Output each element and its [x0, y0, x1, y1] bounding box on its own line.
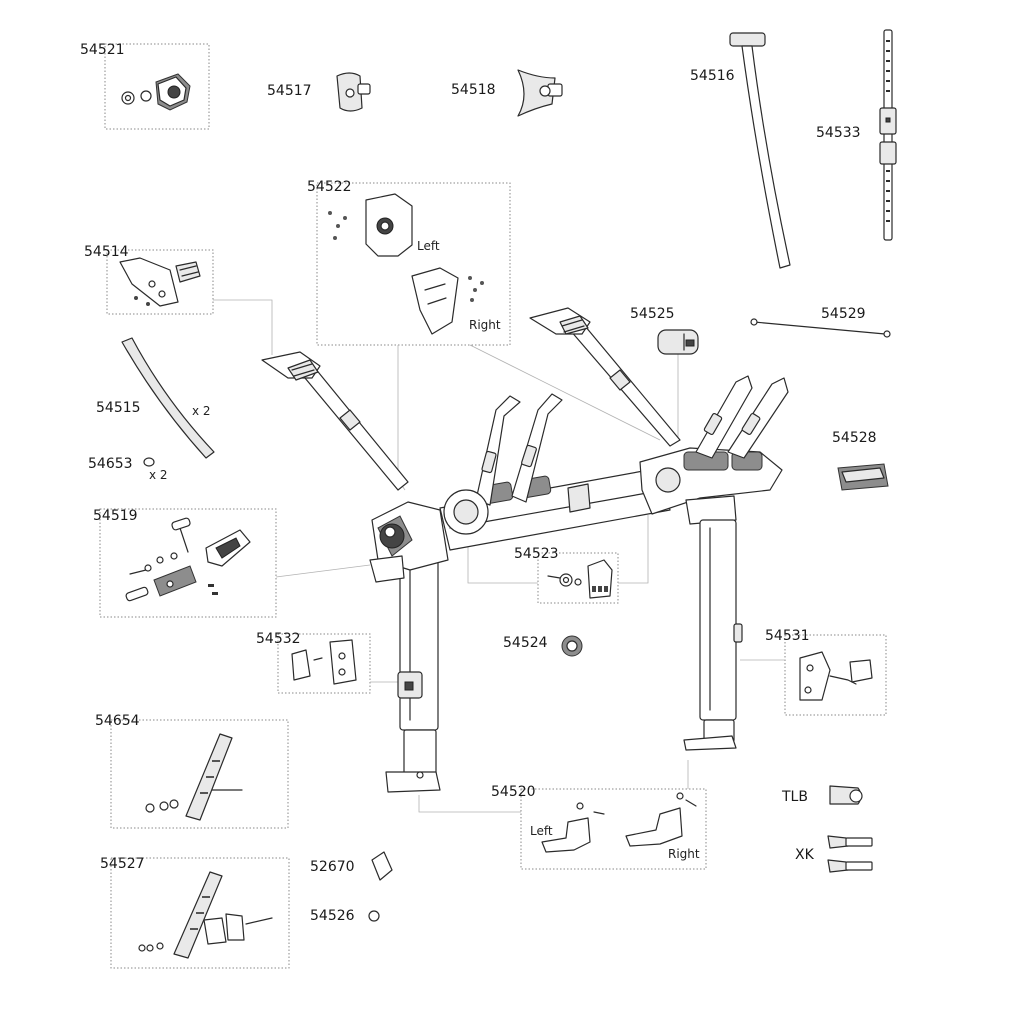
label-54520: 54520: [491, 784, 536, 800]
label-54516: 54516: [690, 68, 735, 84]
part-54520-feet: [541, 792, 697, 853]
box-54514: [106, 249, 214, 315]
part-54529-rod: [750, 318, 891, 338]
part-54531-kit: [799, 651, 873, 701]
label-54525: 54525: [630, 306, 675, 322]
part-54523-kit: [547, 559, 613, 599]
label-54527: 54527: [100, 856, 145, 872]
part-54515-strap: [121, 337, 215, 459]
label-54520-left: Left: [530, 824, 553, 838]
part-54527-kit: [138, 871, 273, 959]
box-54532: [277, 633, 371, 694]
part-tlb-lock: [829, 785, 863, 805]
label-54653: 54653: [88, 456, 133, 472]
label-54653-qty: x 2: [149, 468, 168, 482]
label-54518: 54518: [451, 82, 496, 98]
label-54531: 54531: [765, 628, 810, 644]
part-52670-buckle: [371, 851, 393, 881]
box-54531: [784, 634, 887, 716]
label-54524: 54524: [503, 635, 548, 651]
label-54520-right: Right: [668, 847, 700, 861]
part-xk-keys: [827, 835, 873, 873]
part-54521-knob: [121, 73, 191, 111]
label-54532: 54532: [256, 631, 301, 647]
part-54526-cap: [368, 910, 380, 922]
label-54514: 54514: [84, 244, 129, 260]
part-54533-ratchet-strap: [879, 29, 897, 241]
box-54527: [110, 857, 290, 969]
label-54517: 54517: [267, 83, 312, 99]
label-52670: 52670: [310, 859, 355, 875]
label-tlb: TLB: [782, 789, 808, 805]
label-54529: 54529: [821, 306, 866, 322]
part-54653-ring: [143, 457, 155, 467]
main-rack-assembly: [261, 307, 789, 793]
part-54516-long-strap: [729, 32, 791, 269]
label-54515-qty: x 2: [192, 404, 211, 418]
box-54520: [520, 788, 707, 870]
part-54528-cradle: [837, 463, 889, 491]
label-54519: 54519: [93, 508, 138, 524]
part-54518-wing-knob: [517, 69, 563, 117]
label-54515: 54515: [96, 400, 141, 416]
box-54654: [110, 719, 289, 829]
box-54519: [99, 508, 277, 618]
label-54522-right: Right: [469, 318, 501, 332]
label-54533: 54533: [816, 125, 861, 141]
label-54654: 54654: [95, 713, 140, 729]
label-54528: 54528: [832, 430, 877, 446]
label-54522: 54522: [307, 179, 352, 195]
part-54524-gear: [561, 635, 583, 657]
label-54523: 54523: [514, 546, 559, 562]
label-54522-left: Left: [417, 239, 440, 253]
box-54522: [316, 182, 511, 346]
label-54521: 54521: [80, 42, 125, 58]
part-54654-kit: [145, 733, 243, 821]
part-54522-covers: [328, 193, 484, 335]
box-54523: [537, 552, 619, 604]
label-54526: 54526: [310, 908, 355, 924]
part-54532-kit: [291, 639, 357, 685]
part-54519-kit: [125, 517, 251, 602]
part-54514-bracket: [119, 257, 201, 307]
label-xk: XK: [795, 847, 814, 863]
part-54517-cap: [336, 72, 371, 112]
part-54525-clamp: [657, 329, 699, 355]
